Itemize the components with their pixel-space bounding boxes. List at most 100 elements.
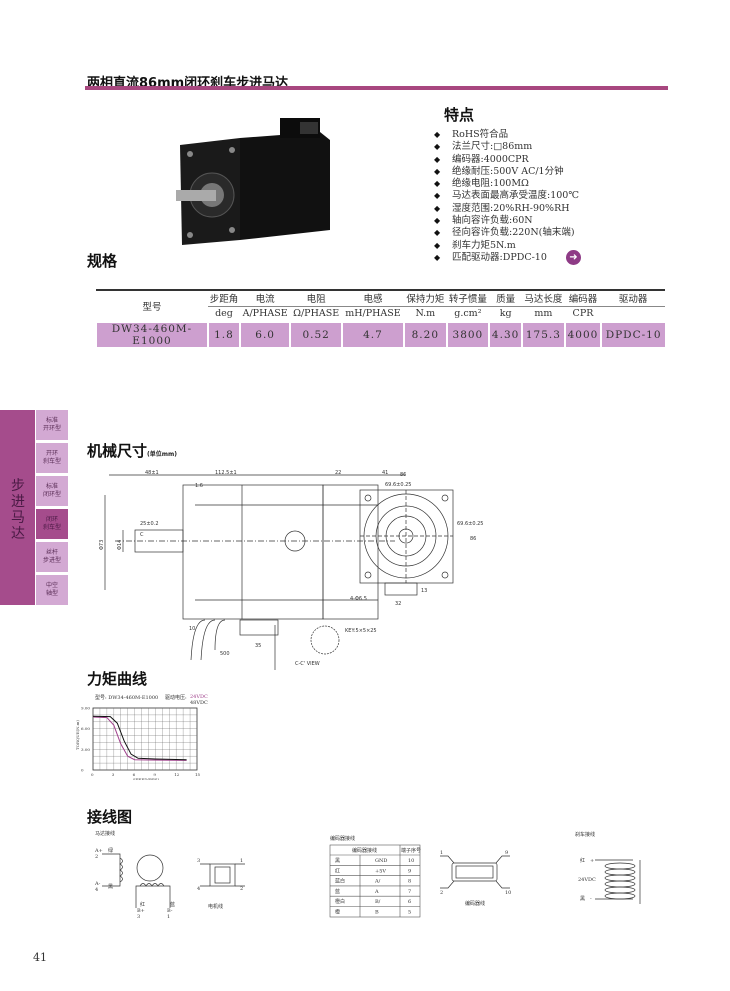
label: 红: [580, 857, 585, 864]
header-cell: 保持力矩: [406, 294, 445, 306]
data-cell: 175.3: [521, 321, 565, 347]
feature-item: ◆ 匹配驱动器:DPDC-10: [430, 252, 579, 264]
table-cell: 橙: [335, 909, 340, 916]
label: 黑: [580, 896, 585, 902]
feature-text: 刹车力矩5N.m: [452, 239, 516, 251]
mechanical-drawing: 48±1 112.5±1 22 41 1.6 Φ14 Φ73 25±0.2 C …: [99, 470, 483, 670]
diamond-bullet-icon: ◆: [434, 142, 441, 152]
spec-units-row: deg A/PHASE Ω/PHASE mH/PHASE N.m g.cm² k…: [96, 305, 665, 322]
diamond-bullet-icon: ◆: [434, 252, 441, 262]
feature-text: 马达表面最高承受温度:100℃: [452, 190, 579, 202]
feature-item: ◆轴向容许负载:60N: [430, 215, 579, 227]
heading-text: 机械尺寸: [87, 442, 148, 460]
dim-label: 86: [400, 472, 406, 478]
label: 闭环型: [42, 491, 61, 498]
sidebar-item-standard-open-loop[interactable]: 标准开环型: [36, 410, 68, 440]
diamond-bullet-icon: ◆: [434, 240, 441, 250]
y-tick-label: 3.00: [81, 747, 90, 752]
sidebar-item-open-loop-brake[interactable]: 开环刹车型: [36, 443, 68, 473]
dim-label: 69.6±0.25: [385, 482, 411, 488]
x-tick-label: 15: [195, 772, 201, 777]
dim-label: 1.6: [195, 483, 203, 489]
sidebar-item-lead-screw[interactable]: 丝杆步进型: [36, 542, 68, 572]
x-tick-label: 12: [174, 772, 180, 777]
unit-cell: mH/PHASE: [341, 305, 405, 322]
label: 绿: [108, 847, 113, 854]
unit-cell: [601, 305, 665, 322]
feature-text: 法兰尺寸:□86mm: [452, 141, 533, 153]
torque-voltage-label: 驱动电压:: [165, 695, 187, 701]
pin: 3: [197, 858, 200, 864]
label: A-: [94, 881, 101, 887]
dim-label: 112.5±1: [215, 470, 237, 476]
mechanical-heading: 机械尺寸(单位mm): [87, 440, 177, 461]
motor-wiring-title: 马达接线: [95, 830, 115, 837]
dim-label: 13: [421, 588, 427, 594]
diamond-bullet-icon: ◆: [434, 216, 441, 226]
y-axis-label: TORQUE(N.m): [75, 720, 80, 750]
sidebar-item-hollow-shaft[interactable]: 中空轴型: [36, 575, 68, 605]
label: 2: [95, 854, 98, 860]
series-line-24vdc: [92, 716, 187, 761]
dim-label: 25±0.2: [140, 521, 159, 527]
feature-item: ◆ 法兰尺寸:□86mm: [430, 141, 579, 153]
diamond-bullet-icon: ◆: [434, 191, 441, 201]
feature-item: ◆径向容许负载:220N(轴末端): [430, 227, 579, 239]
y-tick-label: 6.00: [81, 726, 90, 731]
table-cell: +5V: [375, 868, 386, 874]
features-list: ◆RoHS符合品 ◆法兰尺寸:□86mm ◆编码器:4000CPR ◆绝缘耐压:…: [430, 129, 579, 264]
encoder-wiring-title: 编码器接线: [330, 835, 355, 842]
feature-item: ◆RoHS符合品: [430, 129, 579, 141]
table-cell: GND: [375, 858, 387, 864]
label: B+: [137, 908, 145, 914]
diamond-bullet-icon: ◆: [434, 228, 441, 238]
x-tick-label: 0: [91, 772, 94, 777]
page-number: 41: [33, 951, 47, 964]
label: -: [590, 896, 592, 902]
x-tick-label: 6: [133, 772, 136, 777]
data-cell: DPDC-10: [600, 321, 665, 347]
sidebar-item-closed-loop-brake[interactable]: 闭环刹车型: [36, 509, 68, 539]
pin: 9: [505, 850, 508, 856]
pin: 1: [240, 858, 243, 864]
connector-label: 编码器线: [465, 900, 485, 907]
y-tick-label: 0: [81, 768, 84, 773]
wiring-heading: 接线图: [87, 808, 133, 826]
sidebar-category: [0, 410, 35, 605]
unit-cell: N.m: [404, 305, 447, 322]
unit-cell: CPR: [564, 305, 602, 322]
plot-frame: [92, 707, 198, 771]
label: 丝杆: [45, 549, 58, 556]
feature-text: 匹配驱动器:DPDC-10: [452, 251, 547, 263]
feature-item: ◆ 刹车力矩5N.m: [430, 240, 579, 252]
header-cell: 电阻: [306, 294, 326, 306]
data-cell: 6.0: [238, 321, 291, 347]
dim-label: Φ73: [99, 540, 105, 550]
table-cell: 6: [408, 899, 411, 905]
legend-48vdc: 48VDC: [190, 700, 208, 706]
sidebar-item-standard-closed-loop[interactable]: 标准闭环型: [36, 476, 68, 506]
x-axis-label: SPEED(RPS): [133, 777, 159, 780]
dim-label: 86: [470, 536, 476, 542]
label: 1: [167, 914, 170, 920]
torque-heading: 力矩曲线: [87, 670, 148, 688]
label: 步进型: [42, 557, 61, 564]
arrow-circle-right-icon[interactable]: ➜: [566, 250, 581, 265]
table-cell: 7: [408, 889, 411, 895]
feature-text: 绝缘耐压:500V AC/1分钟: [452, 165, 564, 177]
diamond-bullet-icon: ◆: [434, 203, 441, 213]
label: 刹车型: [42, 524, 61, 531]
y-tick-label: 9.00: [81, 706, 90, 711]
pin: 4: [197, 886, 200, 892]
unit-note: (单位mm): [147, 451, 178, 458]
label: 标准: [45, 417, 58, 424]
dim-label: 4-Φ6.5: [350, 596, 367, 602]
diamond-bullet-icon: ◆: [434, 179, 441, 189]
label: 标准: [45, 483, 58, 490]
header-cell: 编码器: [568, 294, 598, 306]
table-header: 端子序号: [401, 847, 421, 854]
header-cell: 电流: [255, 294, 275, 306]
table-cell: 8: [408, 879, 411, 885]
unit-cell: mm: [522, 305, 565, 322]
pin: 1: [440, 850, 443, 856]
